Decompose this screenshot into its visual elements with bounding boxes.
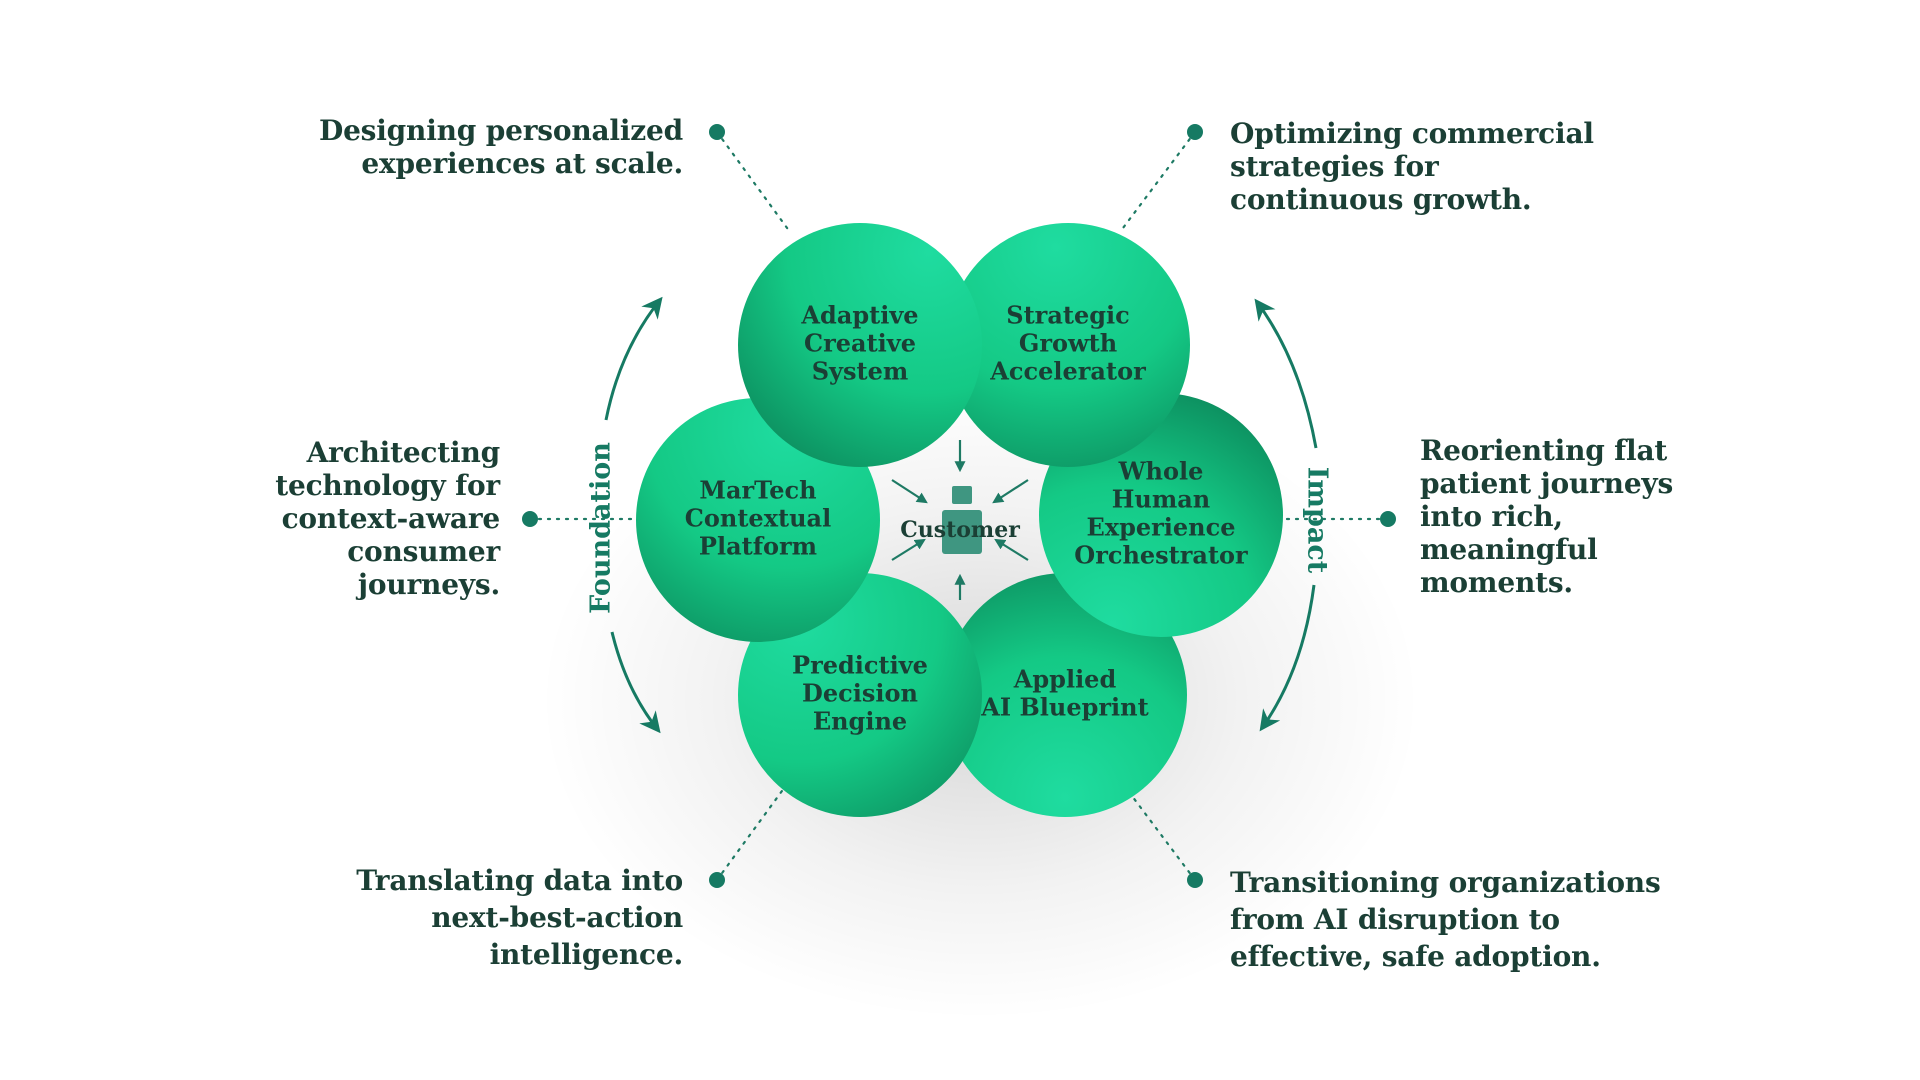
circle-whole-human-label: Orchestrator (1074, 541, 1248, 570)
caption-strategic-growth: Optimizing commercial strategies for con… (1230, 117, 1594, 216)
circle-applied-ai-label: Applied (1013, 665, 1117, 694)
impact-arc-upper (1254, 298, 1318, 449)
circle-whole-human-label: Whole (1118, 457, 1204, 486)
connector-martech-dot (522, 511, 538, 527)
foundation-label: Foundation (586, 442, 617, 614)
circle-martech-label: Platform (699, 532, 817, 561)
connector-applied-ai-dot (1187, 872, 1203, 888)
caption-whole-human: Reorienting flat patient journeys into r… (1420, 434, 1674, 599)
impact-arc-lower (1259, 584, 1316, 732)
caption-connectors (522, 124, 1396, 888)
connector-applied-ai (1118, 778, 1197, 882)
circle-adaptive-creative-label: Adaptive (800, 301, 918, 330)
caption-predictive-decision: Translating data into next-best-action i… (356, 864, 683, 971)
circle-strategic-growth-disc (946, 223, 1190, 467)
circle-whole-human-label: Experience (1086, 513, 1235, 542)
circle-martech-label: MarTech (699, 476, 816, 505)
circle-adaptive-creative-label: Creative (804, 329, 916, 358)
connector-adaptive-creative (715, 130, 792, 234)
foundation-arc-lower (610, 631, 661, 734)
customer-head-icon (952, 486, 972, 504)
circle-applied-ai-label: AI Blueprint (980, 693, 1148, 722)
connector-adaptive-creative-dot (709, 124, 725, 140)
circle-predictive-decision-label: Predictive (792, 651, 928, 680)
caption-adaptive-creative: Designing personalized experiences at sc… (318, 114, 683, 180)
connector-strategic-growth (1118, 130, 1197, 234)
circle-predictive-decision-label: Engine (813, 707, 907, 736)
circle-adaptive-creative-disc (738, 223, 982, 467)
impact-label: Impact (1302, 467, 1333, 574)
circle-whole-human-label: Human (1112, 485, 1211, 514)
circle-strategic-growth-label: Accelerator (989, 357, 1146, 386)
circle-predictive-decision-label: Decision (802, 679, 918, 708)
inward-arrow-5 (891, 538, 926, 561)
caption-applied-ai: Transitioning organizations from AI disr… (1230, 866, 1661, 973)
connector-whole-human-dot (1380, 511, 1396, 527)
caption-martech: Architecting technology for context-awar… (275, 436, 500, 601)
circle-strategic-growth-label: Strategic (1006, 301, 1129, 330)
inward-arrow-3 (891, 479, 928, 504)
customer-label: Customer (900, 517, 1020, 543)
connector-predictive-decision (715, 778, 792, 882)
connector-predictive-decision-dot (709, 872, 725, 888)
customer-body-icon (942, 510, 982, 554)
foundation-arc-upper (604, 296, 663, 421)
side-arcs: Foundation Impact (586, 296, 1333, 734)
inward-arrow-6 (994, 538, 1029, 561)
customer-hub: Customer (891, 440, 1029, 600)
inward-arrows (891, 440, 1029, 600)
connector-strategic-growth-dot (1187, 124, 1203, 140)
circle-adaptive-creative-label: System (812, 357, 909, 386)
inward-arrow-4 (992, 479, 1029, 504)
circle-strategic-growth-label: Growth (1019, 329, 1117, 358)
circle-martech-label: Contextual (685, 504, 831, 533)
circle-applied-ai-disc (943, 573, 1187, 817)
